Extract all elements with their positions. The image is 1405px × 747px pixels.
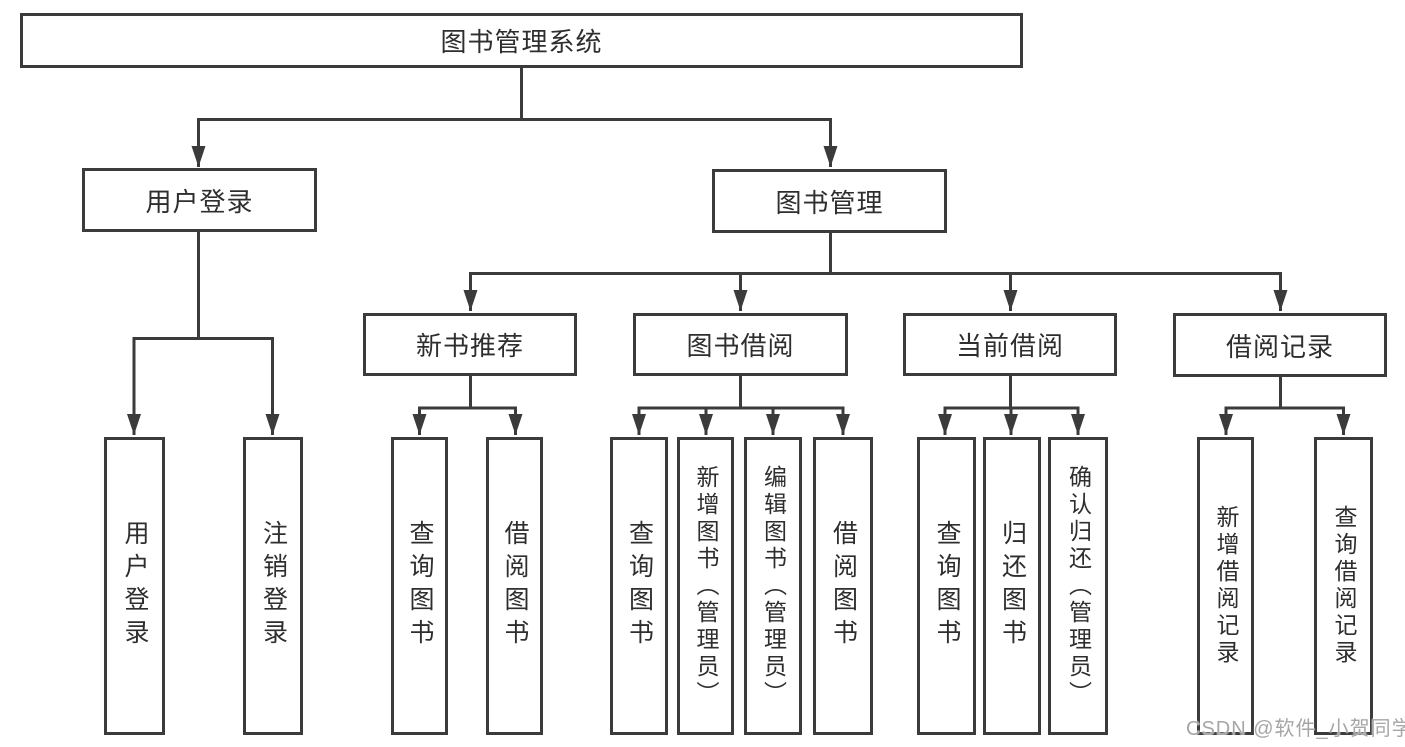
leaf-borrow-books-label: 借阅图书 bbox=[829, 520, 858, 652]
leaf-query-books-current: 查询图书 bbox=[917, 437, 976, 735]
leaf-logout-label: 注销登录 bbox=[259, 520, 288, 652]
leaf-edit-books-admin-label: 编辑图书（管理员） bbox=[760, 464, 787, 708]
node-user-login: 用户登录 bbox=[82, 168, 317, 232]
node-book-borrowing: 图书借阅 bbox=[633, 313, 848, 376]
leaf-edit-books-admin: 编辑图书（管理员） bbox=[744, 437, 802, 735]
leaf-borrow-books-recommend-label: 借阅图书 bbox=[501, 520, 529, 652]
leaf-add-books-admin-label: 新增图书（管理员） bbox=[693, 464, 719, 708]
leaf-logout: 注销登录 bbox=[243, 437, 303, 735]
leaf-query-books-borrow: 查询图书 bbox=[610, 437, 668, 735]
leaf-confirm-return-admin: 确认归还（管理员） bbox=[1048, 437, 1108, 735]
watermark: CSDN @软件_小贺同学 bbox=[1186, 718, 1405, 740]
node-borrowing-records: 借阅记录 bbox=[1173, 313, 1387, 377]
root-node-system: 图书管理系统 bbox=[20, 13, 1023, 68]
node-book-management: 图书管理 bbox=[712, 169, 947, 233]
leaf-add-borrow-record: 新增借阅记录 bbox=[1197, 437, 1254, 735]
leaf-borrow-books: 借阅图书 bbox=[813, 437, 873, 735]
leaf-confirm-return-admin-label: 确认归还（管理员） bbox=[1065, 464, 1092, 708]
leaf-query-borrow-record: 查询借阅记录 bbox=[1314, 437, 1373, 735]
leaf-user-login-label: 用户登录 bbox=[121, 520, 149, 652]
leaf-user-login: 用户登录 bbox=[104, 437, 165, 735]
leaf-query-books-borrow-label: 查询图书 bbox=[625, 520, 654, 652]
leaf-return-books: 归还图书 bbox=[983, 437, 1041, 735]
leaf-return-books-label: 归还图书 bbox=[998, 520, 1027, 652]
node-current-borrowing: 当前借阅 bbox=[903, 313, 1117, 376]
node-new-book-recommend: 新书推荐 bbox=[363, 313, 577, 376]
leaf-add-borrow-record-label: 新增借阅记录 bbox=[1213, 505, 1239, 667]
leaf-query-borrow-record-label: 查询借阅记录 bbox=[1331, 505, 1357, 667]
leaf-query-books-recommend: 查询图书 bbox=[391, 437, 448, 735]
leaf-query-books-recommend-label: 查询图书 bbox=[406, 520, 434, 652]
leaf-query-books-current-label: 查询图书 bbox=[933, 520, 961, 652]
leaf-add-books-admin: 新增图书（管理员） bbox=[677, 437, 734, 735]
leaf-borrow-books-recommend: 借阅图书 bbox=[486, 437, 543, 735]
